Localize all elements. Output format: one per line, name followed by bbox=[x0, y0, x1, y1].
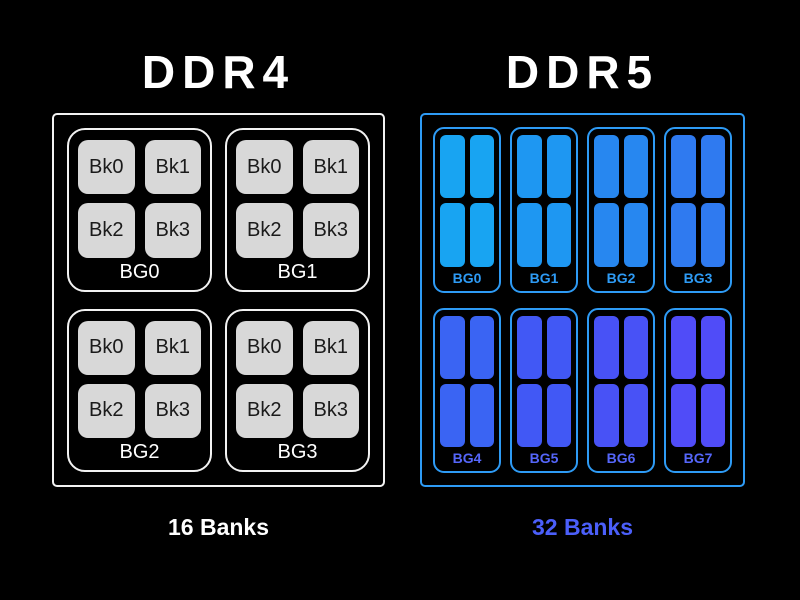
bank-cell bbox=[469, 203, 494, 267]
ddr4-bank-count-caption: 16 Banks bbox=[167, 514, 269, 540]
bank-cell bbox=[440, 135, 465, 199]
bank-cell: Bk2 bbox=[236, 383, 293, 438]
bank-cell bbox=[700, 315, 725, 379]
bank-group-label: BG7 bbox=[683, 450, 713, 466]
bank-cell bbox=[623, 135, 648, 199]
bank-cell bbox=[469, 315, 494, 379]
ddr5-bank-grid bbox=[517, 315, 571, 447]
ddr4-bank-group-bg0: Bk0 Bk1 Bk2 Bk3 BG0 bbox=[67, 128, 212, 292]
bank-cell: Bk1 bbox=[144, 320, 201, 375]
bank-group-label: BG5 bbox=[529, 450, 559, 466]
bank-cell bbox=[671, 203, 696, 267]
ddr5-bank-grid bbox=[440, 135, 494, 267]
bank-cell: Bk3 bbox=[302, 203, 359, 258]
ddr5-title: DDR5 bbox=[505, 46, 660, 98]
ddr5-bank-group-bg6: BG6 bbox=[587, 307, 655, 473]
ddr5-bank-group-bg7: BG7 bbox=[664, 307, 732, 473]
ddr5-bank-grid bbox=[440, 315, 494, 447]
bank-cell: Bk2 bbox=[78, 383, 135, 438]
bank-group-label: BG4 bbox=[452, 450, 482, 466]
bank-cell: Bk3 bbox=[302, 383, 359, 438]
bank-cell bbox=[594, 315, 619, 379]
bank-cell: Bk0 bbox=[236, 140, 293, 195]
ddr4-bank-grid: Bk0 Bk1 Bk2 Bk3 bbox=[78, 140, 201, 258]
bank-group-label: BG0 bbox=[119, 260, 160, 283]
bank-cell: Bk1 bbox=[144, 140, 201, 195]
bank-cell: Bk0 bbox=[78, 320, 135, 375]
bank-group-label: BG0 bbox=[452, 269, 482, 286]
bank-cell bbox=[546, 383, 571, 447]
ddr5-bank-group-bg1: BG1 bbox=[510, 127, 578, 293]
bank-cell bbox=[594, 135, 619, 199]
bank-group-label: BG1 bbox=[529, 269, 559, 286]
bank-cell bbox=[517, 135, 542, 199]
bank-cell bbox=[546, 315, 571, 379]
bank-cell bbox=[546, 203, 571, 267]
bank-cell bbox=[469, 135, 494, 199]
bank-cell bbox=[700, 383, 725, 447]
bank-cell: Bk1 bbox=[302, 140, 359, 195]
ddr5-bank-group-bg0: BG0 bbox=[433, 127, 501, 293]
bank-cell bbox=[517, 203, 542, 267]
bank-cell bbox=[700, 203, 725, 267]
bank-group-label: BG2 bbox=[119, 441, 160, 463]
bank-cell bbox=[594, 383, 619, 447]
bank-cell: Bk1 bbox=[302, 320, 359, 375]
bank-group-label: BG2 bbox=[606, 269, 636, 286]
ddr5-bank-group-bg3: BG3 bbox=[664, 127, 732, 293]
bank-cell bbox=[671, 315, 696, 379]
bank-cell bbox=[517, 383, 542, 447]
ddr4-title: DDR4 bbox=[141, 46, 296, 98]
bank-group-label: BG3 bbox=[683, 269, 713, 286]
ddr5-bank-grid bbox=[671, 135, 725, 267]
bank-cell bbox=[440, 203, 465, 267]
ddr4-bank-group-bg1: Bk0 Bk1 Bk2 Bk3 BG1 bbox=[225, 128, 370, 292]
bank-group-label: BG1 bbox=[277, 260, 318, 283]
bank-cell bbox=[440, 383, 465, 447]
bank-cell: Bk2 bbox=[78, 203, 135, 258]
ddr4-bank-grid: Bk0 Bk1 Bk2 Bk3 bbox=[78, 320, 201, 438]
bank-cell bbox=[623, 203, 648, 267]
ddr4-bank-group-bg2: Bk0 Bk1 Bk2 Bk3 BG2 bbox=[67, 308, 212, 472]
bank-cell bbox=[469, 383, 494, 447]
ddr4-bank-grid: Bk0 Bk1 Bk2 Bk3 bbox=[236, 140, 359, 258]
ddr4-chip-outline: Bk0 Bk1 Bk2 Bk3 BG0 Bk0 Bk1 Bk2 Bk3 BG1 … bbox=[52, 113, 385, 487]
ddr5-bank-group-bg5: BG5 bbox=[510, 307, 578, 473]
bank-cell: Bk0 bbox=[78, 140, 135, 195]
bank-cell: Bk2 bbox=[236, 203, 293, 258]
bank-group-label: BG3 bbox=[277, 441, 318, 463]
bank-group-label: BG6 bbox=[606, 450, 636, 466]
bank-cell bbox=[517, 315, 542, 379]
bank-cell bbox=[440, 315, 465, 379]
bank-cell bbox=[546, 135, 571, 199]
ddr5-bank-group-bg2: BG2 bbox=[587, 127, 655, 293]
bank-cell bbox=[671, 383, 696, 447]
ddr5-bank-grid bbox=[594, 315, 648, 447]
bank-cell bbox=[700, 135, 725, 199]
ddr4-bank-group-bg3: Bk0 Bk1 Bk2 Bk3 BG3 bbox=[225, 308, 370, 472]
bank-cell bbox=[623, 315, 648, 379]
ddr5-bank-group-bg4: BG4 bbox=[433, 307, 501, 473]
bank-cell bbox=[594, 203, 619, 267]
ddr5-bank-count-caption: 32 Banks bbox=[531, 514, 633, 540]
bank-cell bbox=[623, 383, 648, 447]
ddr5-bank-grid bbox=[517, 135, 571, 267]
bank-cell bbox=[671, 135, 696, 199]
bank-cell: Bk3 bbox=[144, 383, 201, 438]
ddr5-bank-grid bbox=[594, 135, 648, 267]
ddr5-chip-outline: BG0 BG1 BG2 bbox=[420, 113, 745, 487]
bank-cell: Bk0 bbox=[236, 320, 293, 375]
ddr5-bank-grid bbox=[671, 315, 725, 447]
ddr4-bank-grid: Bk0 Bk1 Bk2 Bk3 bbox=[236, 320, 359, 438]
bank-cell: Bk3 bbox=[144, 203, 201, 258]
